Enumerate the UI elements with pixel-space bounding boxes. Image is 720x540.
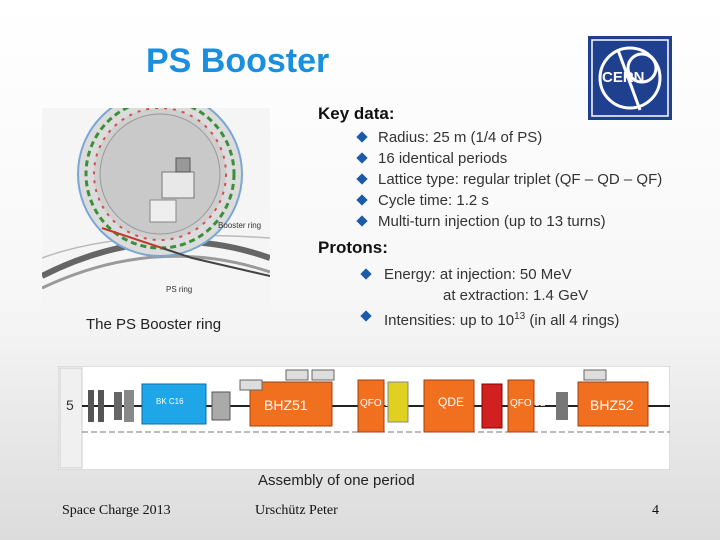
key-data-item: Multi-turn injection (up to 13 turns): [356, 211, 662, 232]
bullet-icon: [356, 194, 368, 206]
period-assembly-drawing: 5 BK C16 BHZ51 QFO 51 QDE QFO 52 BHZ52: [57, 365, 671, 471]
protons-energy-extraction: at extraction: 1.4 GeV: [443, 287, 589, 304]
protons-energy-item: Energy: at injection: 50 MeV: [360, 264, 619, 285]
bhz52-label: BHZ52: [590, 397, 634, 413]
page-number: 4: [652, 503, 659, 518]
ring-caption: The PS Booster ring: [86, 316, 222, 333]
qfo52-label: QFO 52: [510, 398, 546, 409]
protons-intensity-item: Intensities: up to 1013 (in all 4 rings): [360, 306, 619, 331]
key-data-item: Lattice type: regular triplet (QF – QD –…: [356, 169, 662, 190]
bullet-icon: [356, 131, 368, 143]
bullet-icon: [360, 310, 372, 322]
protons-heading: Protons:: [318, 238, 388, 257]
key-data-heading: Key data:: [318, 104, 395, 123]
logo-text: CERN: [602, 69, 645, 86]
protons-list: Energy: at injection: 50 MeV at extracti…: [360, 264, 619, 331]
bullet-icon: [360, 268, 372, 280]
slide-title: PS Booster: [146, 42, 330, 80]
key-data-item: Cycle time: 1.2 s: [356, 190, 662, 211]
key-data-item: Radius: 25 m (1/4 of PS): [356, 127, 662, 148]
key-data-list: Radius: 25 m (1/4 of PS) 16 identical pe…: [356, 127, 662, 232]
bullet-icon: [356, 215, 368, 227]
assembly-caption: Assembly of one period: [258, 472, 415, 489]
cern-logo: CERN: [588, 36, 672, 120]
key-data-item: 16 identical periods: [356, 148, 662, 169]
qfo51-label: QFO 51: [360, 398, 396, 409]
footer-conference: Space Charge 2013: [62, 503, 171, 518]
ps-booster-ring-image: Booster ring PS ring: [40, 91, 271, 308]
qde-label: QDE: [438, 395, 464, 409]
sidebar-number: 5: [66, 397, 74, 413]
bullet-icon: [356, 173, 368, 185]
bkc-label: BK C16: [156, 397, 184, 406]
bhz51-label: BHZ51: [264, 397, 308, 413]
bullet-icon: [356, 152, 368, 164]
footer-author: Urschütz Peter: [255, 503, 338, 518]
ps-ring-label: PS ring: [166, 285, 192, 294]
booster-ring-label: Booster ring: [218, 221, 261, 230]
